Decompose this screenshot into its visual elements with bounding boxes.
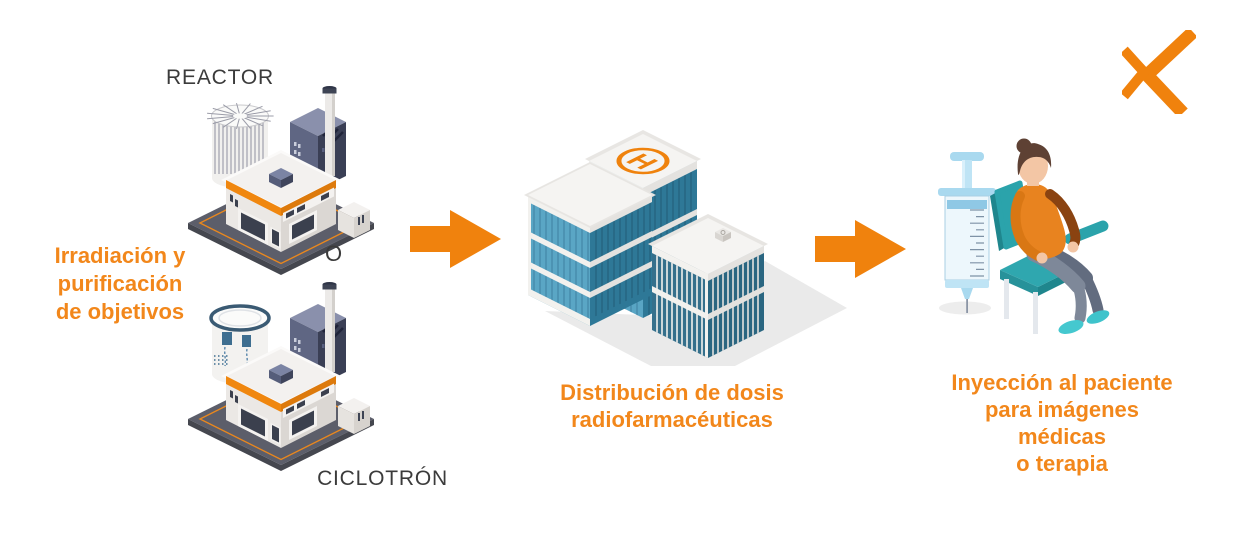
shed-icon <box>338 202 370 238</box>
caption-line: purificación <box>57 271 183 296</box>
chimney-icon <box>322 282 337 372</box>
caption-line: o terapia <box>1016 451 1108 476</box>
patient-on-chair-icon <box>990 138 1110 334</box>
injection-illustration <box>938 138 1110 334</box>
hospital-left-wing <box>524 162 656 326</box>
syringe-icon <box>938 152 996 315</box>
flow-arrow-icon <box>815 220 906 278</box>
stage-caption-irradiation: Irradiación y purificación de objetivos <box>25 242 215 326</box>
caption-line: Irradiación y <box>54 243 186 268</box>
chimney-icon <box>322 86 337 176</box>
caption-line: Distribución de dosis <box>560 380 784 405</box>
stage-caption-distribution: Distribución de dosis radiofarmacéuticas <box>552 379 792 433</box>
stage-caption-injection: Inyección al paciente para imágenes médi… <box>942 369 1182 477</box>
rooftop-ac-unit <box>715 228 731 242</box>
brand-x-logo-icon <box>1122 30 1196 114</box>
main-building <box>221 346 341 448</box>
reactor-label: REACTOR <box>166 66 274 89</box>
main-building <box>221 150 341 252</box>
hospital-right-wing <box>648 214 768 358</box>
reactor-building-icon <box>188 86 374 275</box>
caption-line: radiofarmacéuticas <box>571 407 773 432</box>
caption-line: Inyección al paciente <box>951 370 1173 395</box>
or-label: O <box>325 241 343 266</box>
cyclotron-label: CICLOTRÓN <box>317 467 448 490</box>
cooling-tower-icon <box>207 102 274 188</box>
hospital-building-icon: H <box>524 130 847 366</box>
patient-icon <box>1010 138 1110 334</box>
cyclotron-building-icon <box>188 282 374 471</box>
flow-arrow-icon <box>410 210 501 268</box>
caption-line: para imágenes médicas <box>984 397 1140 449</box>
shed-icon <box>338 398 370 434</box>
caption-line: de objetivos <box>55 299 185 324</box>
